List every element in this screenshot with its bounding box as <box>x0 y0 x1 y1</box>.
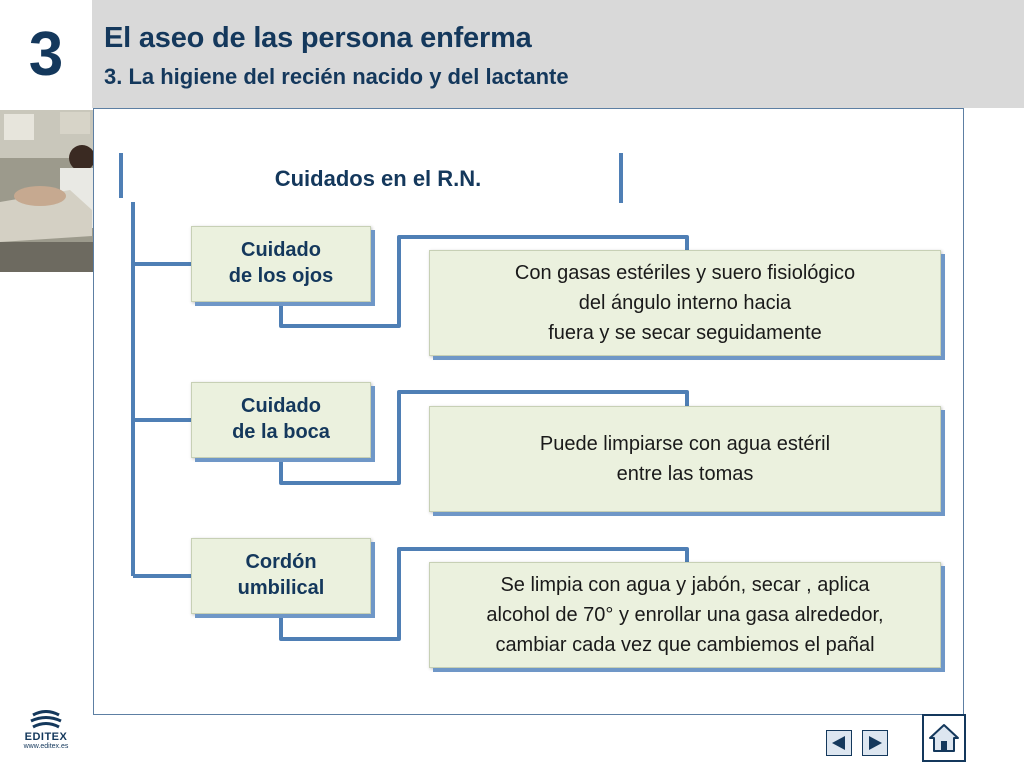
slide-subtitle: 3. La higiene del recién nacido y del la… <box>104 64 569 89</box>
triangle-left-icon <box>832 736 845 750</box>
previous-slide-button[interactable] <box>826 730 852 756</box>
slide-header: El aseo de las persona enferma 3. La hig… <box>92 0 1024 108</box>
care-label-cord: Cordón umbilical <box>191 538 371 614</box>
editex-url: www.editex.es <box>23 743 69 750</box>
editex-logo-icon <box>30 710 62 729</box>
home-icon <box>929 724 959 752</box>
care-label-eyes: Cuidado de los ojos <box>191 226 371 302</box>
care-label-mouth: Cuidado de la boca <box>191 382 371 458</box>
slide-title: El aseo de las persona enferma <box>104 22 532 54</box>
editex-logo: EDITEX www.editex.es <box>14 710 78 762</box>
care-description-eyes: Con gasas estériles y suero fisiológico … <box>429 250 941 356</box>
chapter-number: 3 <box>28 19 64 89</box>
nurse-photo <box>0 110 93 272</box>
editex-brand: EDITEX <box>24 731 68 743</box>
triangle-right-icon <box>869 736 882 750</box>
care-description-cord: Se limpia con agua y jabón, secar , apli… <box>429 562 941 668</box>
home-button[interactable] <box>922 714 966 762</box>
next-slide-button[interactable] <box>862 730 888 756</box>
diagram-title: Cuidados en el R.N. <box>274 166 482 191</box>
care-description-mouth: Puede limpiarse con agua estéril entre l… <box>429 406 941 512</box>
